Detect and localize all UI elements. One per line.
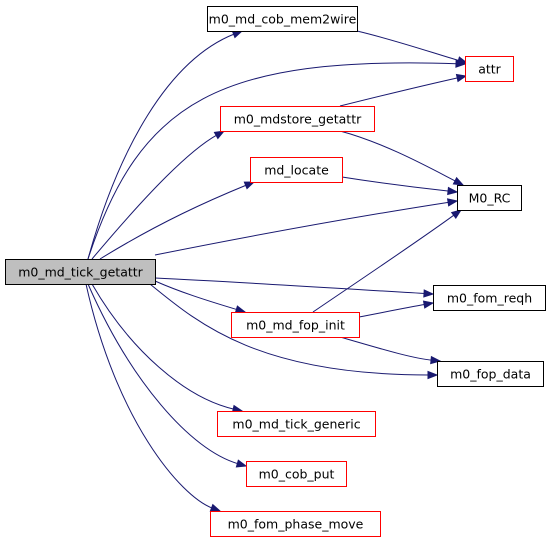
arrow-head-icon (209, 503, 222, 512)
node-box (207, 6, 358, 32)
node-label: M0_RC (469, 191, 511, 206)
node-box (217, 411, 376, 437)
arrow-head-icon (213, 130, 226, 140)
node-m0-rc[interactable]: M0_RC (457, 185, 522, 211)
arrow-head-icon (456, 56, 469, 65)
node-md-locate[interactable]: md_locate (250, 157, 343, 183)
arrow-head-icon (423, 289, 435, 298)
edge-md_locate-to-m0_rc (341, 176, 459, 196)
arrow-head-icon (427, 370, 439, 380)
node-label: m0_md_cob_mem2wire (209, 12, 357, 27)
edge-line (312, 214, 455, 313)
arrow-head-icon (235, 459, 248, 468)
node-label: m0_mdstore_getattr (234, 112, 362, 127)
edge-mdstore_getattr-to-attr (339, 73, 468, 107)
edge-md_fop_init-to-fom_reqh (358, 300, 435, 318)
arrow-head-icon (450, 209, 463, 220)
node-label: m0_fom_reqh (447, 291, 532, 306)
edge-line (154, 280, 238, 311)
node-fom-reqh[interactable]: m0_fom_reqh (433, 285, 546, 311)
edge-root-to-fom_phase_move (85, 283, 222, 512)
edge-line (87, 62, 458, 260)
edge-line (154, 277, 426, 294)
node-box (246, 461, 347, 487)
edge-line (339, 130, 457, 182)
arrow-head-icon (446, 198, 459, 207)
node-box (437, 361, 544, 387)
edge-line (87, 283, 239, 465)
node-label: md_locate (264, 163, 329, 178)
edge-root-to-mdstore_getattr (91, 130, 226, 260)
node-root[interactable]: m0_md_tick_getattr (5, 259, 156, 285)
edge-line (358, 303, 426, 318)
node-md-fop-init[interactable]: m0_md_fop_init (231, 312, 360, 338)
edge-line (91, 134, 218, 260)
node-label: m0_md_tick_getattr (18, 265, 143, 280)
node-mdstore-getattr[interactable]: m0_mdstore_getattr (220, 106, 375, 132)
node-md-tick-generic[interactable]: m0_md_tick_generic (217, 411, 376, 437)
edge-root-to-fom_reqh (154, 277, 435, 298)
node-box (433, 285, 546, 311)
edge-line (339, 336, 433, 361)
edge-line (99, 184, 247, 260)
edge-md_fop_init-to-m0_rc (312, 209, 463, 313)
node-label: m0_fop_data (450, 367, 531, 382)
node-fop-data[interactable]: m0_fop_data (437, 361, 544, 387)
edge-line (341, 176, 450, 192)
edge-line (87, 33, 235, 260)
node-box (231, 312, 360, 338)
edge-line (85, 283, 213, 509)
edge-mdstore_getattr-to-m0_rc (339, 130, 465, 186)
arrow-head-icon (422, 300, 435, 309)
node-fom-phase-move[interactable]: m0_fom_phase_move (210, 511, 381, 537)
edge-root-to-m0_rc (154, 198, 459, 256)
edge-root-to-md_fop_init (154, 280, 247, 314)
node-box (220, 106, 375, 132)
node-box (457, 185, 522, 211)
edge-root-to-fop_data (149, 283, 439, 380)
arrow-head-icon (430, 355, 442, 365)
node-cob-mem2wire[interactable]: m0_md_cob_mem2wire (207, 6, 358, 32)
edge-root-to-cob_mem2wire (87, 30, 244, 260)
edge-md_fop_init-to-fop_data (339, 336, 442, 365)
node-label: m0_fom_phase_move (228, 517, 364, 532)
edge-line (339, 77, 459, 107)
arrow-head-icon (447, 186, 459, 196)
arrow-head-icon (243, 181, 256, 190)
edge-root-to-cob_put (87, 283, 248, 468)
edge-line (356, 30, 460, 62)
arrow-head-icon (452, 176, 465, 186)
edge-line (154, 201, 450, 256)
node-label: attr (478, 62, 501, 77)
arrow-head-icon (455, 73, 468, 83)
node-label: m0_cob_put (259, 467, 335, 482)
node-box (5, 259, 156, 285)
node-box (210, 511, 381, 537)
edge-root-to-md_locate (99, 181, 256, 260)
node-box (250, 157, 343, 183)
edge-root-to-md_tick_generic (91, 283, 244, 414)
edges-layer (85, 30, 469, 512)
edge-line (91, 283, 235, 410)
edge-line (149, 283, 430, 376)
nodes-layer: m0_md_tick_getattr m0_md_cob_mem2wireattr… (5, 6, 546, 537)
node-cob-put[interactable]: m0_cob_put (246, 461, 347, 487)
node-label: m0_md_fop_init (246, 318, 345, 333)
node-attr[interactable]: attr (465, 56, 514, 82)
arrow-head-icon (234, 305, 247, 314)
edge-cob_mem2wire-to-attr (356, 30, 469, 65)
node-label: m0_md_tick_generic (232, 417, 360, 432)
node-box (465, 56, 514, 82)
